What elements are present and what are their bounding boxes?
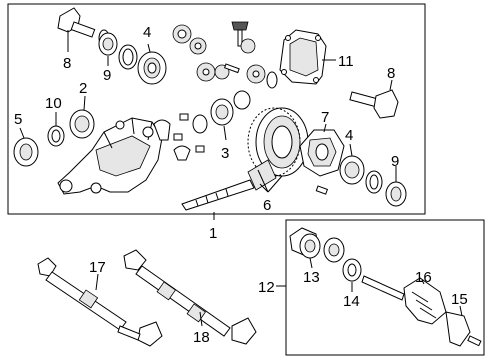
bearing-14 [323,237,345,263]
callout-3: 3 [221,145,229,162]
callout-15: 15 [451,291,468,308]
axle-shaft-16 [361,275,447,325]
callout-18: 18 [193,329,210,346]
rear-cover [279,29,327,85]
bearing-4-right [339,155,365,185]
drive-pinion-shaft [181,159,277,211]
ring-14 [342,258,362,282]
callout-8-right: 8 [387,65,395,82]
shim-3 [192,114,208,134]
callout-8-left: 8 [63,55,71,72]
shim-right [365,170,383,194]
pinion-gears [172,21,278,89]
oil-seal [47,125,65,147]
companion-flange-5 [13,137,39,167]
shim-upper [118,44,138,70]
differential-case [299,129,345,177]
callout-1: 1 [209,225,217,242]
brackets-and-bolts [153,113,329,195]
callout-14: 14 [343,293,360,310]
callout-9-upper: 9 [103,67,111,84]
callout-6: 6 [263,197,271,214]
bearing-upper [98,32,118,56]
callout-17: 17 [89,259,106,276]
callout-5: 5 [14,111,22,128]
bearing-2 [69,109,95,139]
ring-gear [247,107,309,177]
differential-assembly-frame [7,3,426,215]
callout-13: 13 [303,269,320,286]
callout-2: 2 [79,80,87,97]
callout-4-right: 4 [345,127,353,144]
drive-shaft-18 [123,249,257,345]
callout-12: 12 [258,279,275,296]
bearing-right [385,181,407,207]
drive-shaft-17 [37,257,163,347]
leader-lines [19,30,463,327]
axle-shaft-assembly-frame [285,219,485,356]
bearing-4-upper [137,51,167,85]
callout-11: 11 [338,53,354,70]
differential-carrier-housing [57,117,163,195]
flange-right [349,89,399,119]
callout-16: 16 [415,269,432,286]
cv-joint-15 [445,311,482,347]
axle-joint-13 [289,227,321,259]
callout-9-right: 9 [391,153,399,170]
callout-10: 10 [45,95,62,112]
bearing-3 [210,98,234,126]
callout-7: 7 [321,109,329,126]
callout-4-upper: 4 [143,24,151,41]
